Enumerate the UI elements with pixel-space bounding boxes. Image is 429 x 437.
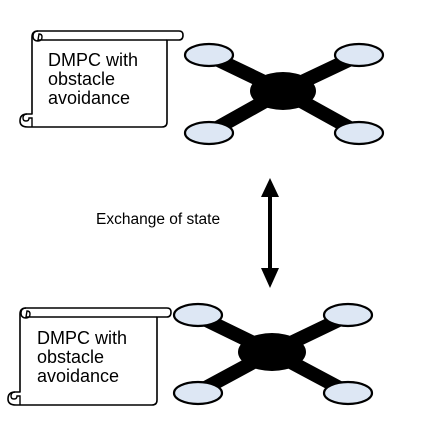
quadcopter-icon <box>172 302 374 406</box>
drone-body <box>250 72 316 110</box>
double-arrow-icon <box>261 178 279 288</box>
scroll-bottom: DMPC with obstacle avoidance <box>7 307 172 406</box>
rotor-icon <box>322 380 374 406</box>
rotor-icon <box>333 42 385 68</box>
scroll-bottom-bottom-curl <box>10 391 21 405</box>
rotor-icon <box>172 302 224 328</box>
scroll-top-line-3: avoidance <box>48 88 130 108</box>
scroll-bottom-outline <box>7 307 172 406</box>
scroll-bottom-line-3: avoidance <box>37 366 119 386</box>
scroll-top-bottom-curl <box>22 113 33 127</box>
quadcopter-icon <box>183 42 385 146</box>
rotor-icon <box>333 120 385 146</box>
scroll-top-line-1: DMPC with <box>48 50 138 70</box>
drone-body <box>238 333 306 371</box>
rotor-icon <box>183 120 235 146</box>
agent-bottom: DMPC with obstacle avoidance <box>7 302 374 406</box>
state-exchange-link: Exchange of state <box>96 178 279 288</box>
agent-top: DMPC with obstacle avoidance <box>19 30 385 146</box>
scroll-bottom-line-2: obstacle <box>37 347 104 367</box>
exchange-label: Exchange of state <box>96 211 220 228</box>
scroll-top-line-2: obstacle <box>48 69 115 89</box>
rotor-icon <box>322 302 374 328</box>
scroll-bottom-line-1: DMPC with <box>37 328 127 348</box>
scroll-top-outline <box>19 30 184 128</box>
rotor-icon <box>172 380 224 406</box>
rotor-icon <box>183 42 235 68</box>
scroll-top-top-curl <box>32 30 167 42</box>
scroll-bottom-top-curl <box>20 307 157 319</box>
scroll-top: DMPC with obstacle avoidance <box>19 30 184 128</box>
